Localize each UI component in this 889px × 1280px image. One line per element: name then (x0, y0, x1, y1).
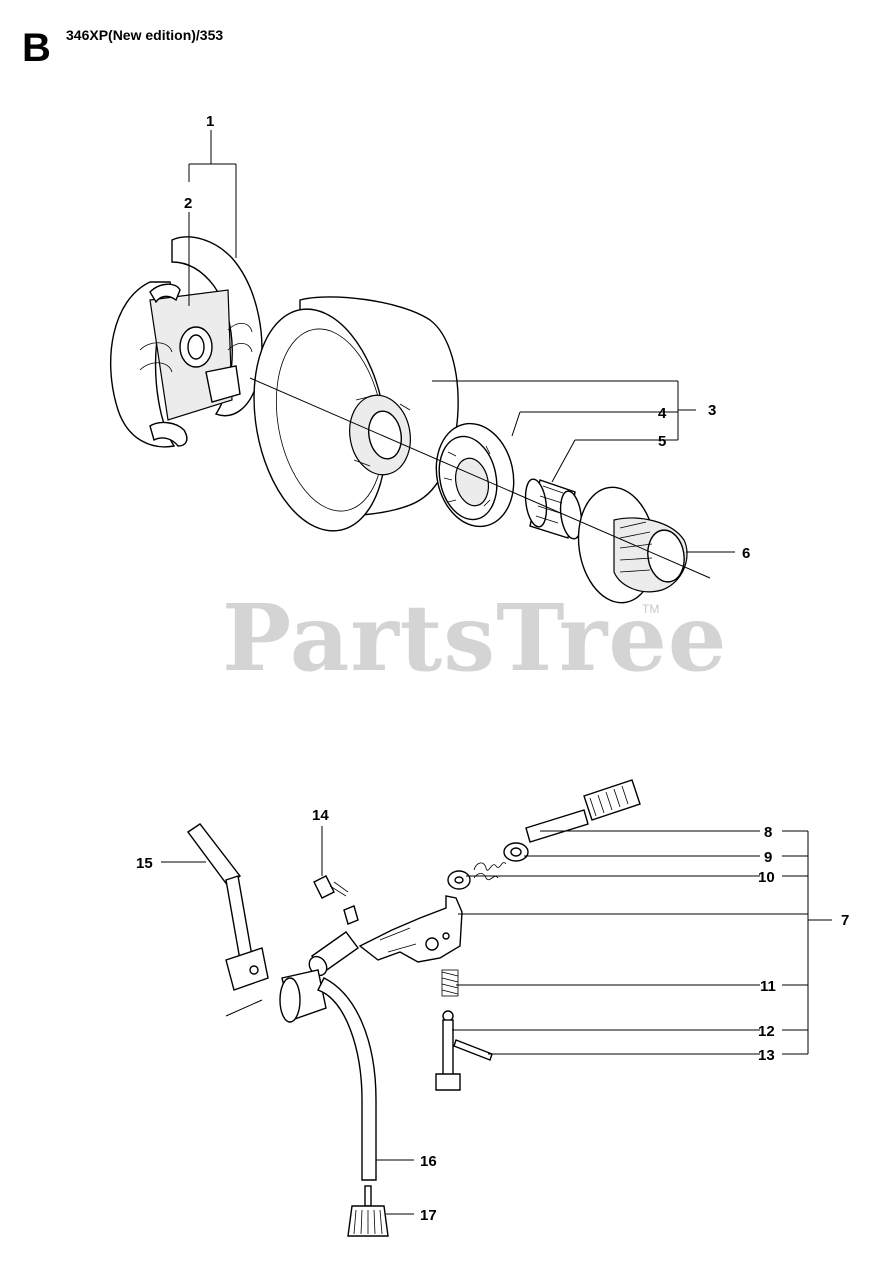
watermark-logo: PartsTree (222, 584, 728, 692)
oil-filter[interactable] (347, 1185, 389, 1237)
callout-16: 16 (420, 1153, 437, 1170)
watermark-trademark: TM (642, 602, 660, 616)
callout-17: 17 (420, 1207, 437, 1224)
oil-hose[interactable] (279, 969, 377, 1181)
callout-10: 10 (758, 869, 775, 886)
callout-14: 14 (312, 807, 329, 824)
needle-bearing[interactable] (523, 478, 584, 540)
clutch-shoe-assembly[interactable] (109, 236, 263, 448)
upper-leader-lines (188, 130, 735, 553)
callout-labels: 1 2 3 4 5 6 7 8 9 10 11 12 13 14 15 16 1… (136, 113, 849, 1224)
screw[interactable] (313, 875, 349, 899)
callout-1: 1 (206, 113, 214, 130)
callout-5: 5 (658, 433, 666, 450)
section-letter: B (22, 26, 51, 70)
callout-15: 15 (136, 855, 153, 872)
callout-7: 7 (841, 912, 849, 929)
callout-9: 9 (764, 849, 772, 866)
callout-6: 6 (742, 545, 750, 562)
lower-leader-lines (161, 826, 832, 1215)
callout-13: 13 (758, 1047, 775, 1064)
rim-sprocket[interactable] (427, 416, 523, 534)
roll-pin[interactable] (453, 1039, 493, 1061)
clutch-drum[interactable] (238, 296, 459, 541)
adjusting-lever[interactable] (186, 823, 269, 991)
pump-piston[interactable] (306, 905, 359, 979)
drive-disc[interactable] (571, 482, 688, 607)
pump-spring[interactable] (441, 969, 459, 997)
callout-3: 3 (708, 402, 716, 419)
spring-with-washer[interactable] (447, 862, 507, 890)
model-title: 346XP(New edition)/353 (66, 27, 224, 43)
plunger-pin[interactable] (435, 1010, 461, 1091)
adjusting-rod[interactable] (525, 779, 641, 843)
callout-12: 12 (758, 1023, 775, 1040)
washer[interactable] (503, 842, 529, 862)
callout-4: 4 (658, 405, 667, 422)
callout-8: 8 (764, 824, 772, 841)
callout-11: 11 (760, 978, 776, 995)
callout-2: 2 (184, 195, 192, 212)
oil-pump-housing[interactable] (358, 895, 463, 963)
